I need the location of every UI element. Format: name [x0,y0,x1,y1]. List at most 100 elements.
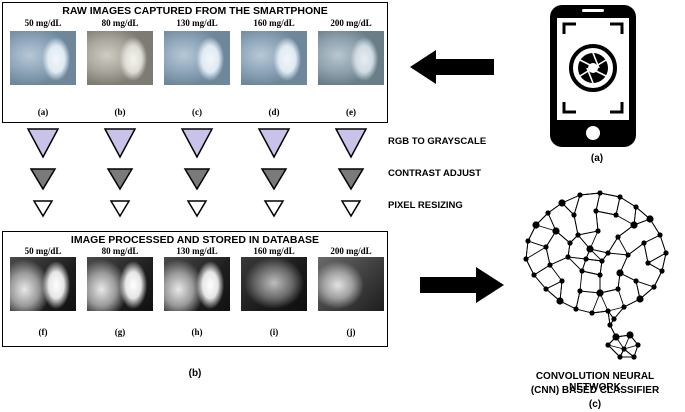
network-node [659,268,665,274]
raw-image-label: (c) [192,107,202,117]
network-node [586,245,594,253]
network-node [607,322,613,328]
network-node [657,232,663,238]
raw-image-label: (b) [114,107,126,117]
processed-image [87,257,153,311]
network-node [556,297,564,305]
network-node [559,278,565,284]
step-label-resizing: PIXEL RESIZING [388,200,463,211]
network-node [630,221,638,229]
network-node [615,234,621,240]
network-node [617,354,623,360]
network-node [605,250,611,256]
network-node [645,260,651,266]
raw-image-label: (e) [346,107,356,117]
processed-image-label: (g) [114,327,126,337]
cnn-title-line1: CONVOLUTION NEURAL NETWORK [535,371,655,393]
raw-image-concentration: 200 mg/dL [330,18,372,28]
processed-image-concentration: 80 mg/dL [101,246,139,256]
processed-image-concentration: 50 mg/dL [24,246,62,256]
network-node [567,240,573,246]
contrast-triangle [183,168,211,191]
network-node [633,204,639,210]
network-node [558,199,566,207]
network-node [605,308,611,314]
grayscale-triangle [334,128,368,159]
processed-image-label: (h) [191,327,203,337]
network-node [641,240,647,246]
raw-image-concentration: 50 mg/dL [24,18,62,28]
network-node [523,256,529,262]
processed-images-panel: IMAGE PROCESSED AND STORED IN DATABASE [2,231,388,347]
processed-image-concentration: 160 mg/dL [253,246,295,256]
network-node [552,227,560,235]
processed-image [164,257,230,311]
contrast-triangle [106,168,134,191]
network-node [583,256,589,262]
network-node [525,238,531,244]
raw-image-concentration: 160 mg/dL [253,18,295,28]
grayscale-triangle [26,128,60,159]
smartphone-camera-icon [550,5,636,147]
network-node [547,262,553,268]
brain-network-icon [523,190,669,360]
network-node [663,250,669,256]
network-node [651,284,657,290]
network-node [571,212,577,218]
raw-images-panel: RAW IMAGES CAPTURED FROM THE SMARTPHONE [2,2,388,123]
network-node [613,212,619,218]
raw-images-title: RAW IMAGES CAPTURED FROM THE SMARTPHONE [62,5,328,17]
network-node [532,221,540,229]
figure-caption-b: (b) [188,368,202,379]
network-node [625,252,631,258]
network-node [631,354,637,360]
resizing-triangle [340,200,362,218]
network-node [621,304,627,310]
network-node [621,346,627,352]
contrast-triangle [260,168,288,191]
resizing-triangle [186,200,208,218]
resizing-triangle [263,200,285,218]
network-node [617,194,623,200]
step-label-grayscale: RGB TO GRAYSCALE [388,136,487,147]
network-node [597,190,603,196]
network-node [596,289,604,297]
processed-images-title: IMAGE PROCESSED AND STORED IN DATABASE [70,234,320,246]
network-node [633,278,639,284]
processed-image-concentration: 200 mg/dL [330,246,372,256]
processed-image [10,257,76,311]
network-node [615,286,621,292]
left-arrow-icon [410,50,494,84]
contrast-triangle [337,168,365,191]
processed-image-label: (j) [346,327,356,337]
processed-image [318,257,384,311]
network-node [543,286,549,292]
resizing-triangle [109,200,131,218]
processed-image-concentration: 130 mg/dL [176,246,218,256]
right-arrow-icon [420,267,504,303]
cnn-title-line2: (CNN) BASED CLASSIFIER [530,385,660,396]
raw-image-label: (d) [268,107,280,117]
raw-image [241,31,307,85]
network-node [646,215,654,223]
network-node [636,295,644,303]
network-node [611,316,617,322]
raw-image-concentration: 130 mg/dL [176,18,218,28]
raw-image-label: (a) [37,107,49,117]
processed-image-label: (f) [38,327,48,337]
processed-image-label: (i) [269,327,279,337]
network-node [599,258,605,264]
grayscale-triangle [257,128,291,159]
network-node [565,254,571,260]
network-node [593,208,599,214]
figure-caption-a: (a) [590,153,604,164]
processed-image [241,257,307,311]
raw-image [87,31,153,85]
network-node [577,192,583,198]
raw-image [164,31,230,85]
grayscale-triangle [103,128,137,159]
figure-caption-c: (c) [588,399,602,410]
network-node [612,333,620,341]
network-node [577,288,583,294]
network-node [616,269,624,277]
